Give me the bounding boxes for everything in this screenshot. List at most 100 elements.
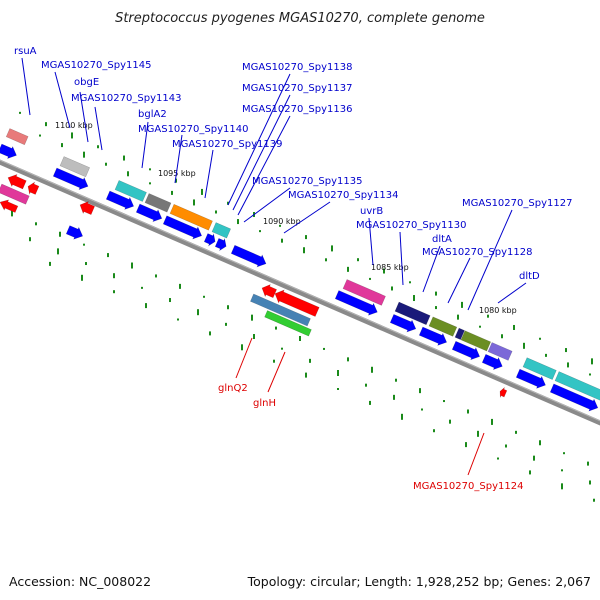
gene-arrow-fwd-11[interactable]	[418, 325, 449, 348]
feature-bglA2[interactable]	[114, 180, 147, 202]
gene-arrow-fwd-5-shape	[162, 215, 203, 240]
gene-label-bglA2[interactable]: bglA2	[138, 109, 167, 120]
gene-labels-forward: rsuA MGAS10270_Spy1145 obgE MGAS10270_Sp…	[14, 46, 572, 282]
gene-arrow-fwd-8[interactable]	[230, 243, 268, 269]
feature-spy1127-shape	[460, 330, 492, 352]
gene-arrow-fwd-9-shape	[334, 290, 378, 316]
feature-rsuA[interactable]	[5, 128, 29, 146]
feature-dltA[interactable]	[428, 316, 458, 337]
feature-spy1130[interactable]	[394, 301, 431, 326]
gene-arrow-fwd-10[interactable]	[389, 313, 418, 335]
feature-spy1128[interactable]	[454, 327, 465, 341]
feature-spy1138-shape	[211, 222, 231, 239]
gene-label-obgE[interactable]: obgE	[74, 77, 99, 88]
gene-label-spy1138[interactable]: MGAS10270_Spy1138	[242, 62, 352, 73]
feature-dltD-shape	[487, 342, 513, 361]
gene-label-spy1130[interactable]: MGAS10270_Spy1130	[356, 220, 466, 231]
gene-arrow-fwd-4-shape	[135, 203, 163, 223]
gene-arrow-fwd-3-shape	[105, 190, 135, 210]
gene-arrow-fwd-13[interactable]	[481, 352, 505, 372]
gene-arrow-fwd-15[interactable]	[549, 382, 600, 414]
gene-label-spy1128[interactable]: MGAS10270_Spy1128	[422, 247, 532, 258]
gene-arrow-glnQ2[interactable]	[272, 287, 320, 318]
gene-arrow-fwd-7-shape	[214, 237, 227, 252]
feature-spy1139[interactable]	[169, 203, 213, 231]
kbp-label-1085: 1085 kbp	[371, 263, 409, 272]
gene-arrow-fwd-lower[interactable]	[65, 224, 85, 242]
gene-label-spy1139[interactable]: MGAS10270_Spy1139	[172, 139, 282, 150]
gene-arrow-fwd-1[interactable]	[0, 142, 19, 161]
gene-label-glnQ2[interactable]: glnQ2	[218, 383, 248, 394]
feature-track	[0, 128, 600, 414]
gene-arrow-fwd-15-shape	[549, 383, 599, 412]
feature-glnQ2-bar[interactable]	[250, 293, 311, 327]
gene-arrow-spy1124-shape	[499, 387, 508, 398]
gene-label-spy1143[interactable]: MGAS10270_Spy1143	[71, 93, 181, 104]
feature-rev-pink-shape	[0, 183, 30, 205]
gene-arrow-rev-3[interactable]	[77, 199, 95, 217]
leader-lines	[21, 57, 527, 476]
feature-cyan-a[interactable]	[522, 357, 557, 380]
gene-arrow-rev-5[interactable]	[0, 197, 19, 214]
feature-bglA2-shape	[114, 180, 147, 202]
gene-arrow-rev-1[interactable]	[5, 172, 27, 191]
gene-label-spy1140[interactable]: MGAS10270_Spy1140	[138, 124, 248, 135]
feature-glnH-bar-shape	[264, 310, 312, 337]
kbp-label-1090: 1090 kbp	[263, 217, 301, 226]
feature-dltA-shape	[428, 316, 458, 337]
accession-text: Accession: NC_008022	[9, 574, 151, 589]
gene-label-rsuA[interactable]: rsuA	[14, 46, 37, 57]
feature-spy1128-shape	[454, 327, 465, 341]
gene-arrow-fwd-11-shape	[418, 326, 448, 346]
gene-arrow-fwd-12[interactable]	[451, 339, 482, 362]
feature-cyan-b[interactable]	[554, 371, 600, 401]
gene-arrow-fwd-12-shape	[451, 340, 481, 361]
gene-label-spy1134[interactable]: MGAS10270_Spy1134	[288, 190, 398, 201]
gene-arrow-fwd-4[interactable]	[135, 202, 164, 224]
gene-label-uvrB[interactable]: uvrB	[360, 206, 383, 217]
feature-dltD[interactable]	[487, 342, 513, 361]
gene-label-dltA[interactable]: dltA	[432, 234, 452, 245]
gene-arrow-fwd-2[interactable]	[52, 166, 90, 192]
feature-uvrB-shape	[342, 279, 386, 306]
feature-rsuA-shape	[5, 128, 29, 146]
gene-arrow-fwd-2-shape	[52, 167, 89, 191]
map-title: Streptococcus pyogenes MGAS10270, comple…	[115, 11, 485, 26]
genome-summary-text: Topology: circular; Length: 1,928,252 bp…	[247, 574, 591, 589]
feature-obgE-shape	[59, 156, 91, 178]
feature-spy1127[interactable]	[460, 330, 492, 352]
gene-arrow-rev-4-shape	[261, 284, 277, 299]
gene-arrow-rev-4[interactable]	[259, 282, 277, 300]
gene-label-spy1124[interactable]: MGAS10270_Spy1124	[413, 481, 523, 492]
kbp-label-1080: 1080 kbp	[479, 306, 517, 315]
feature-spy1139-shape	[169, 203, 213, 231]
gene-arrow-fwd-8-shape	[230, 244, 267, 268]
gene-label-dltD[interactable]: dltD	[519, 271, 540, 282]
gene-label-spy1135[interactable]: MGAS10270_Spy1135	[252, 176, 362, 187]
gene-labels-reverse: glnQ2 glnH MGAS10270_Spy1124	[218, 383, 523, 492]
gene-arrow-fwd-lower-shape	[65, 225, 84, 240]
gene-label-spy1145[interactable]: MGAS10270_Spy1145	[41, 60, 151, 71]
feature-uvrB[interactable]	[342, 279, 386, 306]
gene-arrow-rev-2[interactable]	[25, 180, 40, 196]
gene-label-spy1127[interactable]: MGAS10270_Spy1127	[462, 198, 572, 209]
gene-label-spy1137[interactable]: MGAS10270_Spy1137	[242, 83, 352, 94]
kbp-label-1100: 1100 kbp	[55, 121, 93, 130]
gene-label-glnH[interactable]: glnH	[253, 398, 276, 409]
gene-arrow-rev-2-shape	[27, 181, 40, 195]
gene-label-spy1136[interactable]: MGAS10270_Spy1136	[242, 104, 352, 115]
gene-arrow-fwd-5[interactable]	[162, 214, 204, 242]
feature-obgE[interactable]	[59, 156, 91, 178]
gene-arrow-fwd-14[interactable]	[515, 367, 548, 391]
feature-glnH-bar[interactable]	[264, 310, 312, 337]
feature-rev-pink[interactable]	[0, 183, 30, 205]
feature-spy1138[interactable]	[211, 222, 231, 239]
gene-arrow-fwd-6[interactable]	[203, 232, 217, 248]
gene-arrow-rev-5-shape	[0, 199, 19, 213]
feature-spy1140[interactable]	[144, 193, 172, 213]
gene-arrow-fwd-9[interactable]	[334, 289, 380, 318]
gene-arrow-spy1124[interactable]	[498, 386, 508, 398]
gene-arrow-fwd-3[interactable]	[105, 189, 136, 212]
gene-arrow-fwd-7[interactable]	[214, 236, 228, 252]
